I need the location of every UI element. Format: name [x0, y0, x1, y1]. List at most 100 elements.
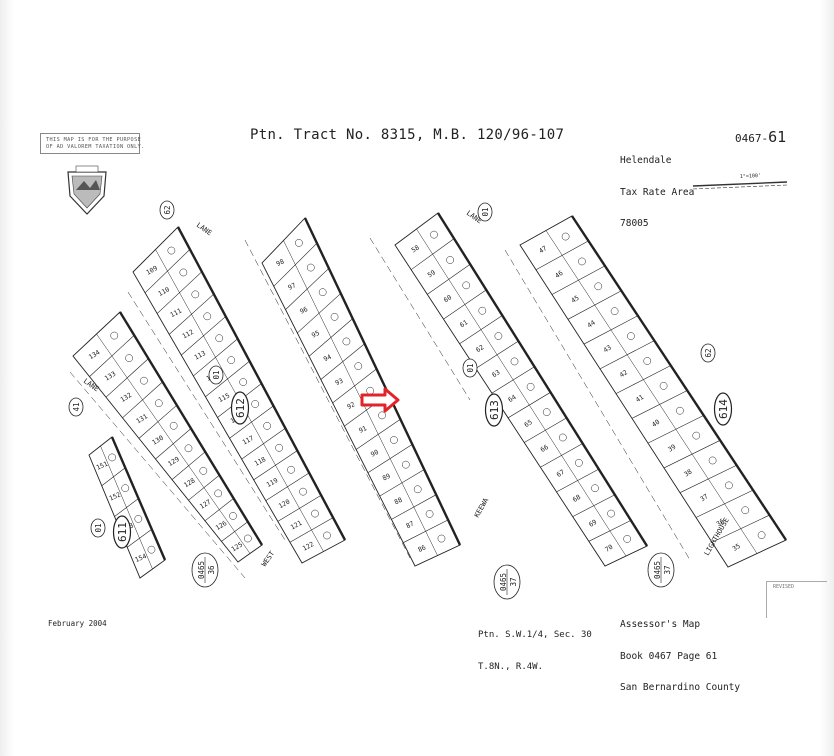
parcel-number-circle: [140, 376, 148, 385]
parcel-number-circle: [692, 431, 701, 440]
lot-number: 38: [683, 467, 694, 478]
lot-number: 68: [571, 493, 582, 504]
lot-line: [188, 474, 220, 501]
map-reference-circle: 01: [208, 365, 224, 385]
reference-circle-shape: [68, 397, 84, 417]
lot-number: 117: [241, 434, 255, 447]
lot-line: [89, 335, 135, 377]
lot-strip-1: 151152153154: [88, 436, 167, 579]
section-line-2: T.8N., R.4W.: [478, 661, 544, 672]
book-label-oval: [112, 515, 132, 549]
lot-number: 37: [699, 492, 710, 503]
sheet-right-margin: [820, 0, 834, 756]
lot-number: 128: [182, 476, 196, 489]
lot-number: 96: [299, 305, 310, 316]
parcel-number-circle: [263, 422, 271, 430]
book-label: 611: [112, 515, 132, 549]
revised-box: REVISED: [766, 581, 827, 618]
parcel-number-circle: [251, 400, 260, 408]
lot-number: 127: [198, 498, 212, 511]
lot-number: 63: [491, 368, 502, 379]
parcel-number-circle: [708, 456, 717, 465]
book-label-oval: [230, 391, 250, 425]
parcel-number-circle: [462, 281, 471, 290]
lot-line: [695, 489, 754, 518]
disclaimer-line-1: THIS MAP IS FOR THE PURPOSE: [46, 137, 142, 143]
lot-number: 66: [539, 443, 550, 454]
parcel-number-circle: [446, 256, 454, 264]
highlight-arrow-icon: [360, 387, 400, 413]
map-reference-circle: 01: [90, 518, 106, 538]
parcel-number-circle: [214, 489, 223, 498]
lot-line: [540, 443, 583, 468]
lot-line: [105, 358, 149, 398]
parcel-number-circle: [378, 411, 386, 420]
reference-circle-text: 01: [466, 363, 475, 372]
lot-line: [711, 514, 770, 543]
parcel-number-circle: [203, 312, 212, 321]
lot-line: [663, 440, 721, 469]
book-label-text: 614: [717, 399, 730, 419]
lot-line: [155, 428, 192, 460]
lot-line: [551, 265, 606, 295]
parcel-number-circle: [623, 535, 632, 543]
parcel-number-circle: [227, 356, 236, 364]
lot-number: 118: [253, 455, 267, 468]
reference-circle-shape: [208, 365, 224, 385]
street-label: KEEWA: [473, 496, 491, 519]
lot-line: [679, 464, 737, 493]
parcel-number-circle: [561, 232, 570, 241]
lot-number: 70: [604, 543, 615, 554]
lot-number: 44: [586, 319, 597, 330]
lot-line: [427, 263, 471, 295]
lot-line: [114, 498, 139, 517]
parcel-number-circle: [413, 485, 422, 494]
street-label: LANE: [195, 221, 213, 237]
parcel-number-circle: [575, 459, 583, 467]
parcel-number-circle: [330, 312, 339, 321]
parcel-number-circle: [425, 510, 434, 518]
parcel-number-circle: [757, 531, 766, 539]
lot-number: 67: [555, 468, 566, 479]
lot-line: [588, 520, 632, 542]
adjacent-map-page: 37: [663, 565, 672, 574]
parcel-number-circle: [191, 290, 200, 299]
lot-line: [379, 469, 425, 497]
street-centerline: [369, 237, 471, 401]
lot-line: [631, 390, 688, 419]
parcel-number-circle: [558, 433, 567, 442]
lot-line: [138, 404, 177, 439]
strip-rear-divider: [545, 230, 758, 554]
parcel-number-circle: [676, 406, 684, 415]
parcel-number-circle: [110, 331, 119, 340]
parcel-number-circle: [318, 288, 327, 297]
lot-number: 62: [474, 343, 485, 354]
parcel-number-circle: [134, 515, 143, 523]
parcel-number-circle: [179, 268, 188, 277]
section-line-1: Ptn. S.W.1/4, Sec. 30: [478, 630, 592, 640]
area-line-1: Helendale: [620, 155, 672, 166]
lot-number: 89: [381, 472, 392, 483]
parcel-number-circle: [287, 465, 295, 474]
parcel-number-circle: [239, 378, 248, 386]
lot-line: [491, 366, 535, 394]
lot-line: [273, 242, 318, 287]
lot-number: 42: [618, 368, 629, 379]
strip-outline: [519, 215, 787, 568]
lot-number: 40: [650, 418, 661, 429]
lot-line: [647, 415, 704, 444]
parcel-number-circle: [437, 534, 446, 543]
map-reference-circle: 01: [462, 358, 478, 378]
lot-number: 35: [731, 542, 742, 553]
parcel-number-circle: [591, 484, 599, 493]
area-line-2: Tax Rate Area: [620, 186, 695, 198]
lot-number: 87: [405, 520, 416, 531]
map-reference-circle: 41: [68, 397, 84, 417]
lot-line: [285, 268, 330, 310]
lot-number: 132: [119, 391, 133, 404]
reference-circle-text: 01: [481, 207, 490, 216]
map-title: Ptn. Tract No. 8315, M.B. 120/96-107: [250, 127, 565, 143]
